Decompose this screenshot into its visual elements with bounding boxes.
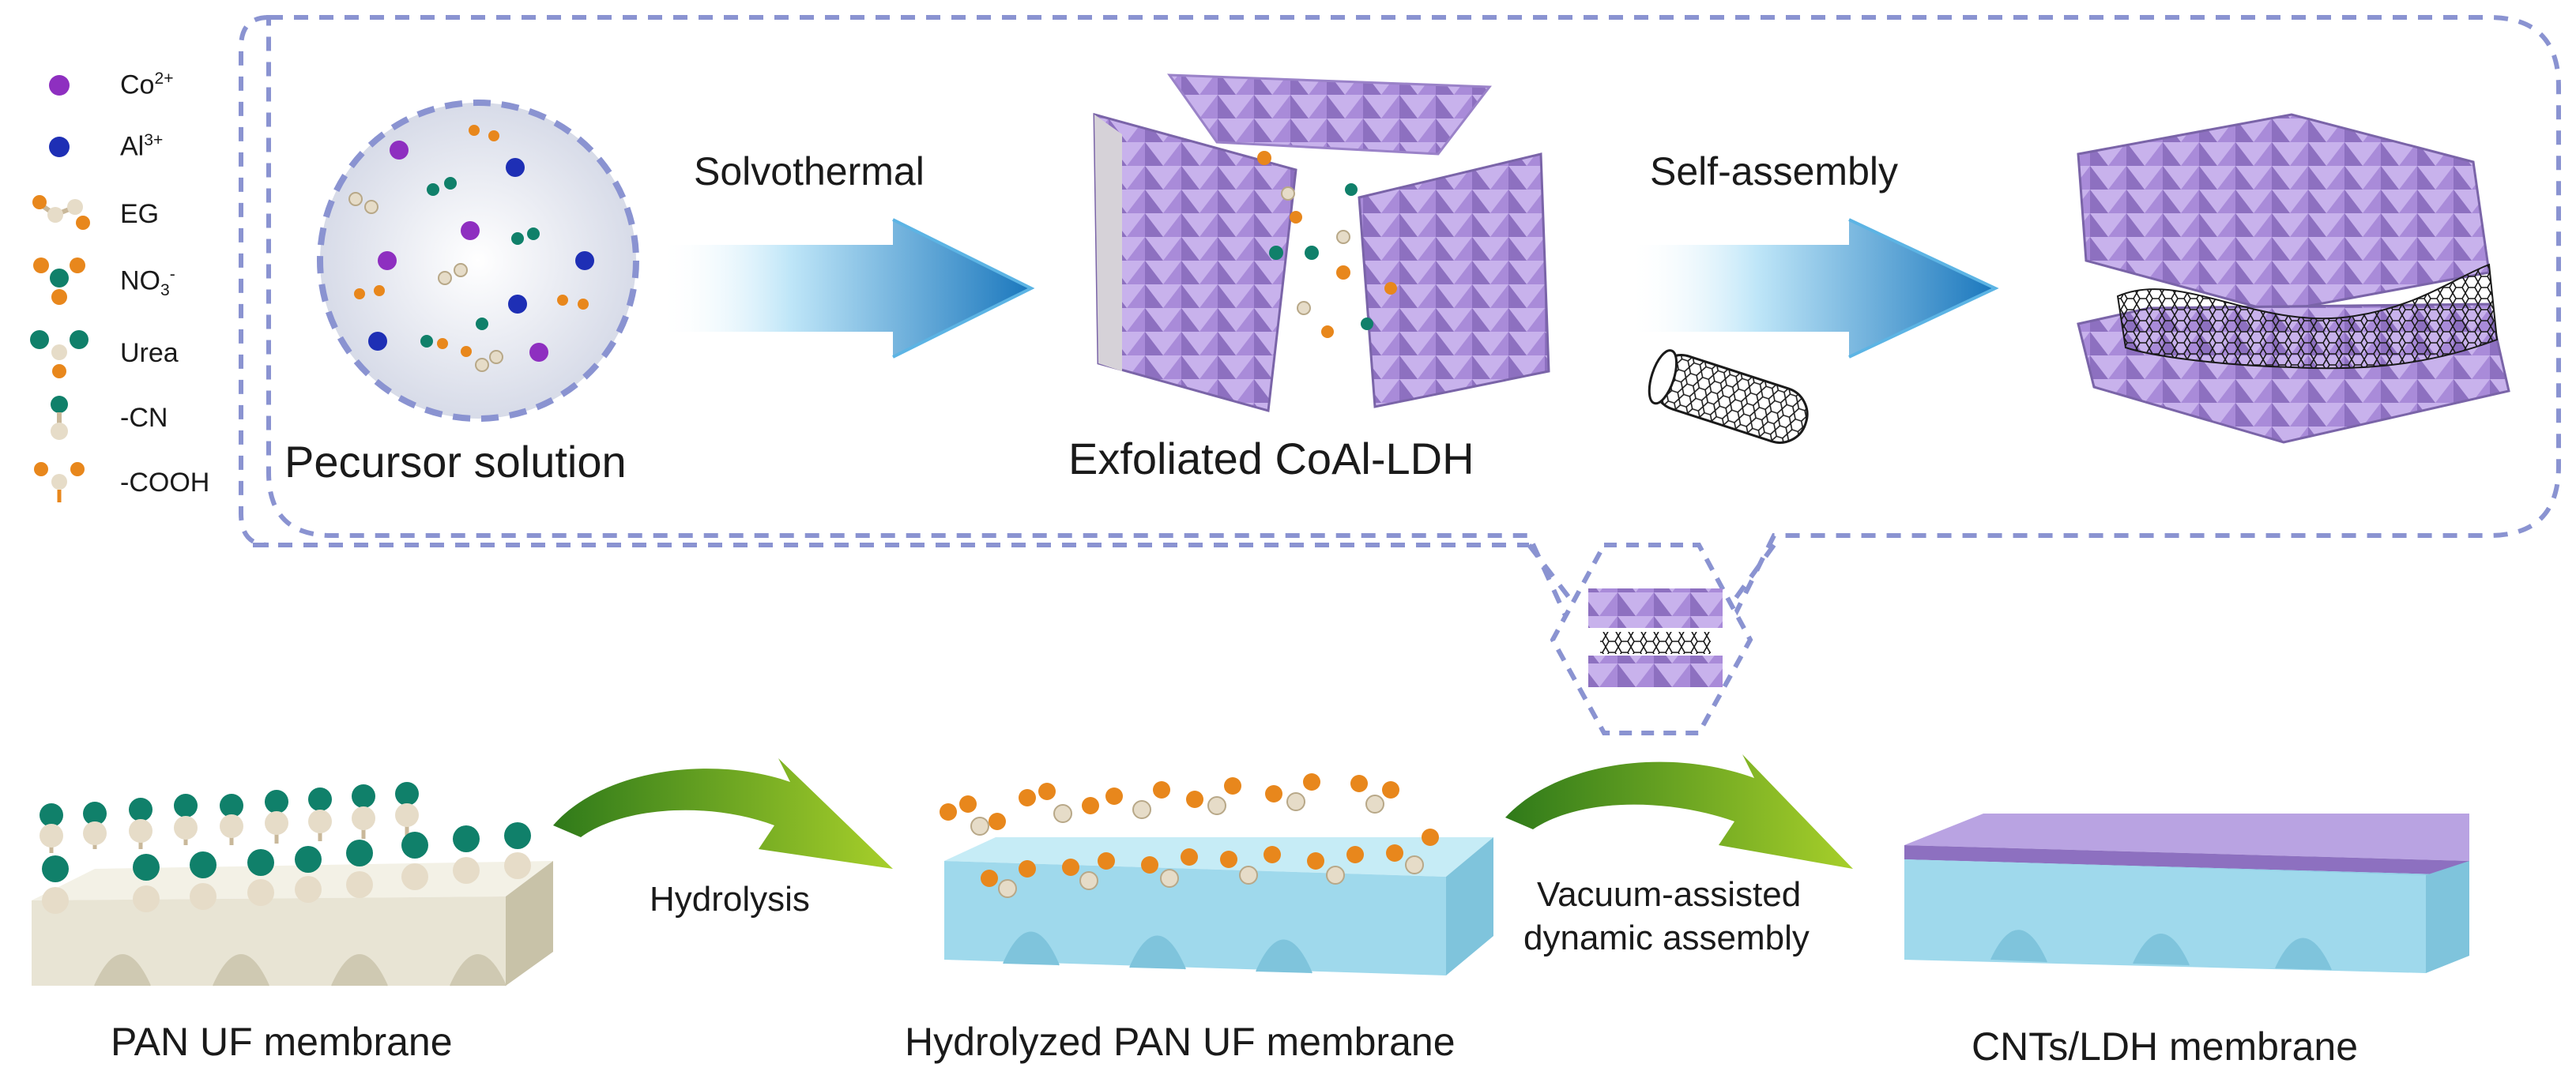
self-assembly-label: Self-assembly <box>1650 149 1898 194</box>
legend-co-label: Co <box>120 70 155 100</box>
legend-co-charge: 2+ <box>154 70 174 88</box>
pan-uf-membrane-illustration <box>32 782 553 987</box>
no3-molecule-icon <box>33 257 85 305</box>
al-ion-icon <box>508 295 527 314</box>
self-assembly-arrow-icon <box>1628 218 1999 359</box>
urea-molecule-icon <box>30 330 89 378</box>
vacuum-assisted-label: Vacuum-assisted <box>1537 875 1802 914</box>
exfoliated-ldh-illustration <box>1093 73 1550 412</box>
legend-al-charge: 3+ <box>144 131 164 149</box>
eg-molecule-icon <box>32 195 90 230</box>
legend-no3-label: NO <box>120 265 160 296</box>
al-ion-icon <box>368 332 387 351</box>
hydrolysis-label: Hydrolysis <box>650 880 810 919</box>
top-dashed-panel <box>239 15 2561 642</box>
legend-icons <box>30 75 90 502</box>
legend-no3: NO3- <box>120 265 175 300</box>
nitrate-molecules-icon <box>354 125 589 357</box>
al-ion-icon <box>49 137 70 157</box>
co-ion-icon <box>390 141 409 160</box>
hexagon-inset <box>1550 543 1753 735</box>
solvothermal-label: Solvothermal <box>694 149 925 194</box>
legend-cooh: -COOH <box>120 468 210 498</box>
pan-membrane-caption: PAN UF membrane <box>111 1020 453 1064</box>
al-ion-icon <box>575 251 594 270</box>
legend-al: Al3+ <box>120 131 163 162</box>
cnt-ldh-membrane-caption: CNTs/LDH membrane <box>1972 1024 2359 1069</box>
co-ion-icon <box>529 343 548 362</box>
legend-urea: Urea <box>120 338 179 368</box>
hydrolyzed-pan-membrane-illustration <box>940 773 1493 975</box>
dynamic-assembly-label: dynamic assembly <box>1523 919 1810 957</box>
legend-no3-charge: - <box>169 265 175 284</box>
cn-group-icon <box>51 396 68 440</box>
eg-molecules-icon <box>348 192 503 372</box>
legend-eg: EG <box>120 199 160 229</box>
co-ion-icon <box>461 221 480 240</box>
cnt-ldh-composite-illustration <box>2077 113 2510 444</box>
exfoliated-ldh-caption: Exfoliated CoAl-LDH <box>1068 434 1474 483</box>
vacuum-assembly-arrow-icon <box>1505 754 1853 869</box>
precursor-solution-circle <box>317 100 639 422</box>
legend-cn: -CN <box>120 403 168 433</box>
inset-cnt <box>1600 632 1711 654</box>
hydrolysis-arrow-icon <box>553 758 893 869</box>
carbon-nanotube-icon <box>1648 349 1809 444</box>
co-ion-icon <box>49 75 70 96</box>
legend-co: Co2+ <box>120 70 174 100</box>
urea-molecules-icon <box>420 177 540 348</box>
precursor-solution-caption: Pecursor solution <box>284 437 627 487</box>
legend-al-label: Al <box>120 131 145 162</box>
cooh-group-icon <box>34 462 85 502</box>
legend-no3-subscript: 3 <box>160 281 170 300</box>
al-ion-icon <box>506 158 525 177</box>
co-ion-icon <box>378 251 397 270</box>
inset-ldh-top <box>1588 588 1723 628</box>
hydrolyzed-pan-membrane-caption: Hydrolyzed PAN UF membrane <box>905 1020 1456 1064</box>
solvothermal-arrow-icon <box>660 218 1035 359</box>
cnt-ldh-membrane-illustration <box>1904 814 2469 973</box>
inset-ldh-bottom <box>1588 656 1723 687</box>
